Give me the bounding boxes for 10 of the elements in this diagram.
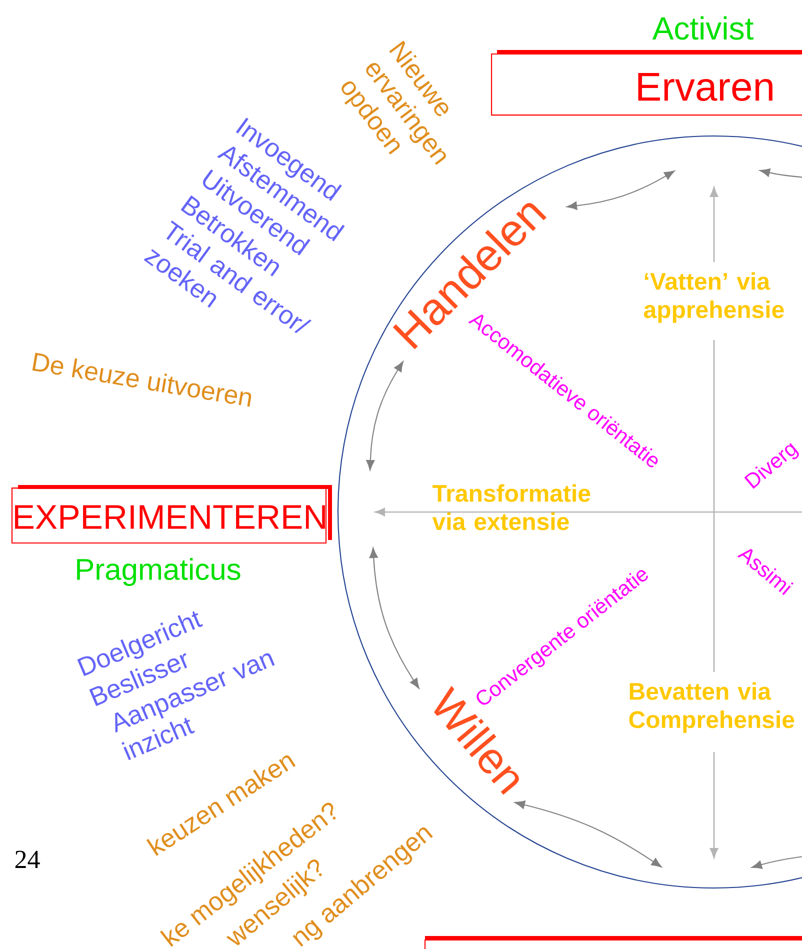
axis-label: Transformatie via extensie xyxy=(432,484,590,530)
style-label: Pragmaticus xyxy=(77,558,240,586)
style-label: Activist xyxy=(652,16,754,40)
stage-box xyxy=(424,936,802,949)
page-number: 24 xyxy=(15,850,40,868)
stage-box: Ervaren xyxy=(491,50,802,116)
axis-label: ‘Vatten’ via apprehensie xyxy=(644,272,784,323)
stage-box: EXPERIMENTEREN xyxy=(11,485,332,544)
note-text: De keuze uitvoeren xyxy=(32,352,252,407)
axis-label: Bevatten via Comprehensie xyxy=(629,682,794,733)
